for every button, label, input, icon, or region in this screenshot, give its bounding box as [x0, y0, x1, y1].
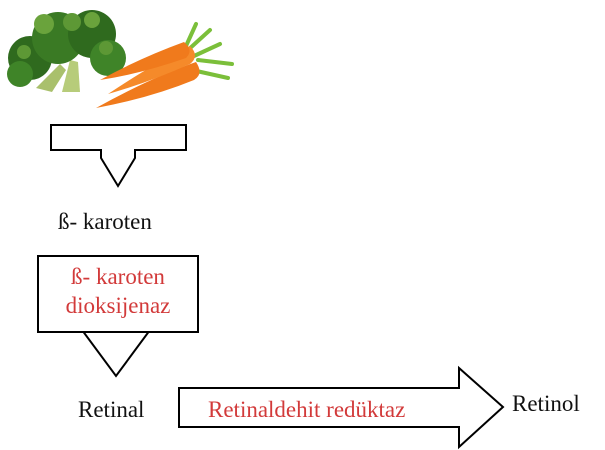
enzyme-box-1: [37, 255, 199, 333]
label-retinol: Retinol: [512, 391, 580, 416]
enzyme-carotene-dioxygenase-line1: ß- karoten: [71, 264, 165, 289]
carrot-icon: [96, 22, 234, 108]
label-retinal: Retinal: [78, 397, 145, 422]
label-beta-carotene: ß- karoten: [58, 209, 152, 234]
broccoli-icon: [7, 10, 126, 92]
enzyme-carotene-dioxygenase: ß- karoten dioksijenaz: [40, 263, 196, 321]
down-arrow-2: [80, 329, 152, 378]
down-arrow-1: [50, 124, 187, 188]
right-arrow: [178, 365, 505, 450]
enzyme-retinaldehyde-reductase: Retinaldehit redüktaz: [208, 397, 406, 422]
enzyme-carotene-dioxygenase-line2: dioksijenaz: [65, 292, 171, 318]
